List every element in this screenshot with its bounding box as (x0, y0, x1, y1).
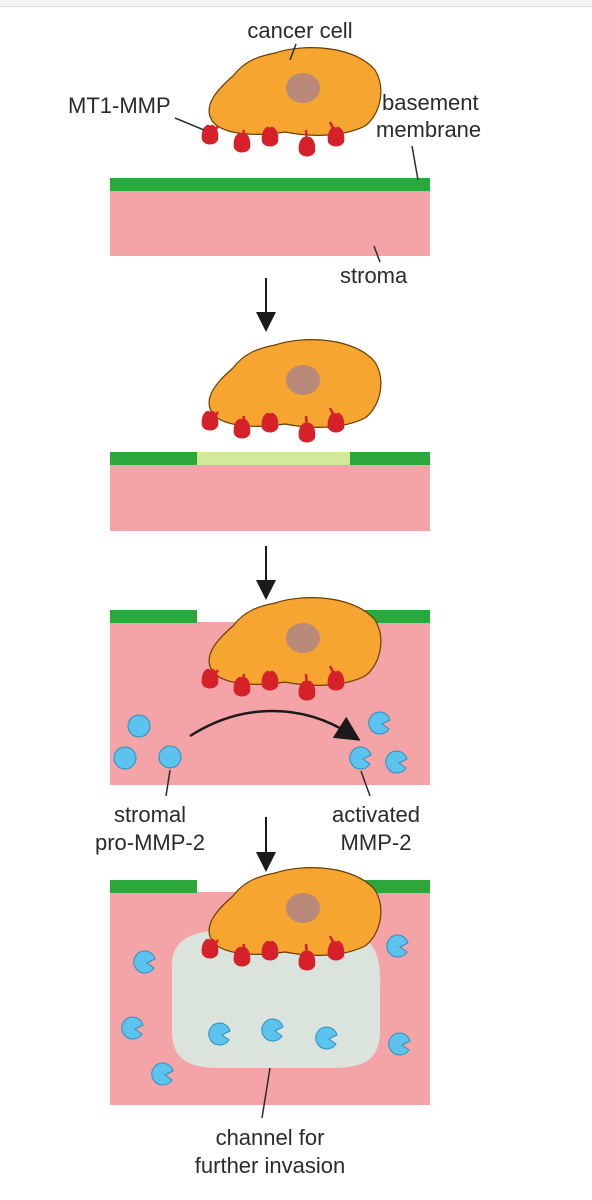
cancer-cell-4 (208, 867, 382, 956)
label-cancer-cell: cancer cell (247, 18, 352, 43)
leader-stroma (373, 245, 381, 263)
label-channel-line2: further invasion (195, 1153, 345, 1178)
label-basement-line1: basement (382, 90, 479, 115)
cancer-cell-1 (208, 47, 382, 136)
stroma-block-1 (110, 190, 430, 256)
panel-3: stromal pro-MMP-2 activated MMP-2 (95, 597, 430, 855)
leader-activated-mmp2 (360, 770, 371, 797)
basement-membrane-2-right (350, 452, 430, 465)
activation-arrow (189, 709, 361, 741)
leader-basement (411, 145, 419, 181)
leader-channel (261, 1067, 271, 1119)
label-mt1-mmp: MT1-MMP (68, 93, 171, 118)
basement-membrane-2-left (110, 452, 197, 465)
basement-membrane-4-left (110, 880, 197, 893)
label-basement-line2: membrane (376, 117, 481, 142)
label-act-line1: activated (332, 802, 420, 827)
basement-membrane-1 (110, 178, 430, 191)
label-channel-line1: channel for (216, 1125, 325, 1150)
top-border (0, 0, 592, 7)
label-act-line2: MMP-2 (341, 830, 412, 855)
panel-1: cancer cell MT1-MMP basement membrane st… (68, 18, 481, 288)
basement-membrane-3-left (110, 610, 197, 623)
cancer-cell-3 (208, 597, 382, 686)
stroma-block-2 (110, 463, 430, 531)
label-pro-line1: stromal (114, 802, 186, 827)
panel-4: channel for further invasion (110, 867, 430, 1178)
cancer-cell-2 (208, 339, 382, 428)
leader-pro-mmp2 (165, 769, 171, 797)
degraded-membrane-2 (197, 452, 350, 465)
label-stroma: stroma (340, 263, 408, 288)
leader-mt1-mmp (174, 117, 205, 131)
leader-cancer-cell (289, 43, 297, 61)
panel-2 (110, 339, 430, 531)
label-pro-line2: pro-MMP-2 (95, 830, 205, 855)
